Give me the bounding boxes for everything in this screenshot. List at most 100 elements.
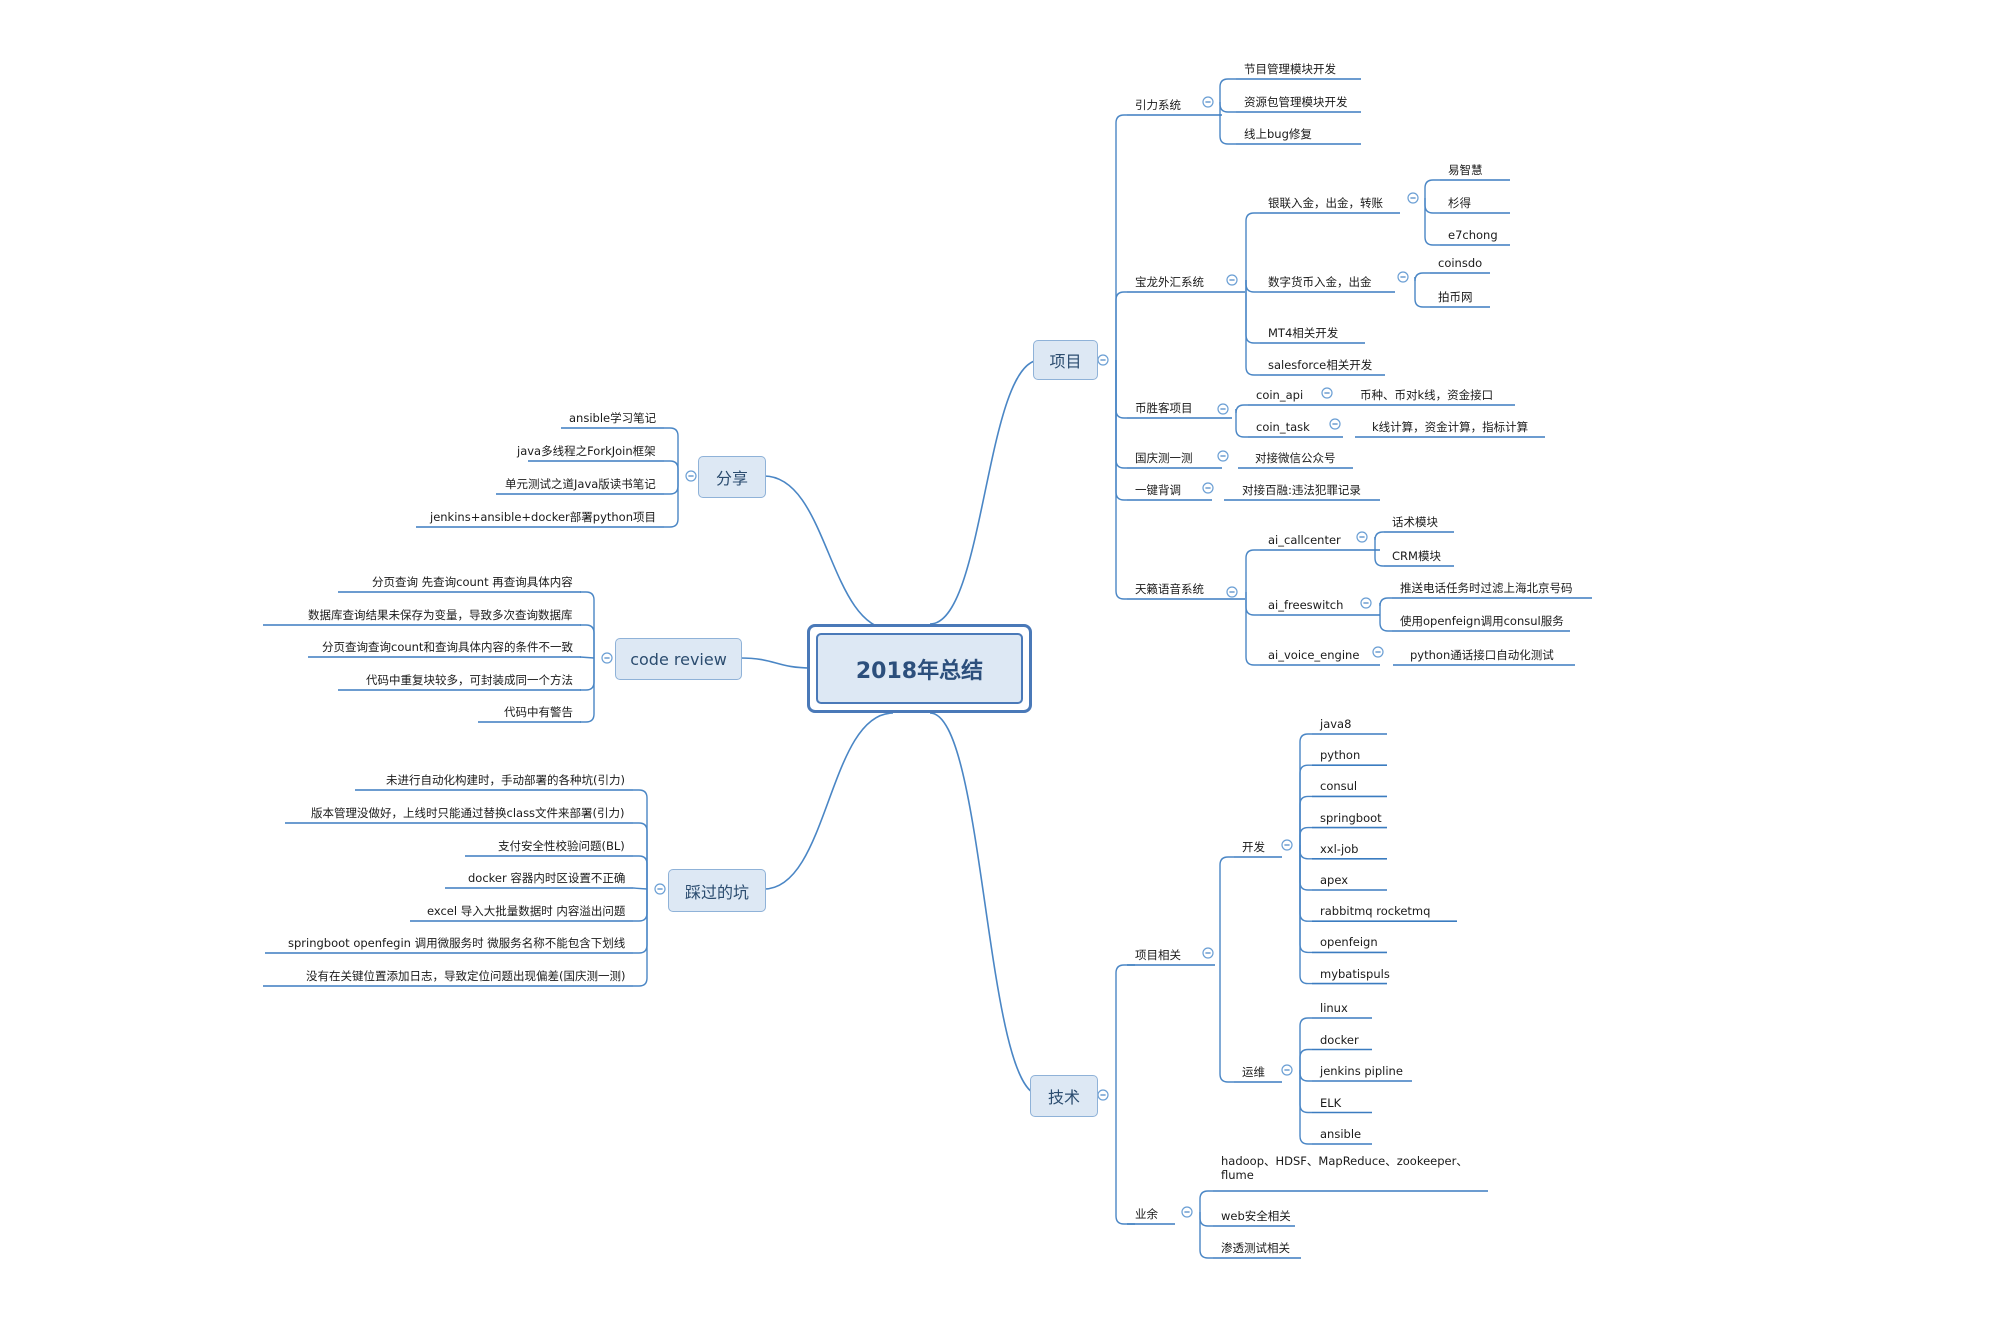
node-bishengke[interactable]: 币胜客项目 — [1135, 401, 1193, 415]
coin-task-detail[interactable]: k线计算，资金计算，指标计算 — [1372, 420, 1529, 434]
connector-line — [1115, 360, 1127, 419]
yinli-item[interactable]: 节目管理模块开发 — [1244, 62, 1336, 76]
node-freeswitch[interactable]: ai_freeswitch — [1268, 598, 1344, 612]
branch-pitfalls[interactable]: 踩过的坑 — [668, 869, 766, 912]
connector-line — [1424, 198, 1440, 246]
share-item[interactable]: java多线程之ForkJoin框架 — [517, 444, 656, 458]
connector-line — [1424, 198, 1440, 214]
connector-line — [1219, 953, 1234, 1083]
connector-line — [1115, 360, 1127, 600]
connector-line — [1115, 360, 1127, 501]
unionpay-item[interactable]: e7chong — [1448, 228, 1498, 242]
share-item[interactable]: ansible学习笔记 — [569, 411, 657, 425]
node-related[interactable]: 项目相关 — [1135, 948, 1181, 962]
digital-item[interactable]: coinsdo — [1438, 256, 1483, 270]
node-yinli[interactable]: 引力系统 — [1135, 98, 1181, 112]
pitfall-item[interactable]: excel 导入大批量数据时 内容溢出问题 — [427, 904, 626, 918]
connector-line — [1299, 764, 1312, 845]
spare-item[interactable]: hadoop、HDSF、MapReduce、zookeeper、flume — [1221, 1154, 1468, 1182]
connector-line — [1379, 597, 1392, 607]
dev-item[interactable]: openfeign — [1320, 935, 1378, 950]
root-node[interactable]: 2018年总结 — [807, 624, 1032, 713]
node-coin-task[interactable]: coin_task — [1256, 420, 1310, 434]
spare-item[interactable]: 渗透测试相关 — [1221, 1241, 1290, 1255]
callcenter-item[interactable]: CRM模块 — [1392, 549, 1441, 563]
review-item[interactable]: 分页查询查询count和查询具体内容的条件不一致 — [322, 640, 573, 654]
dev-item[interactable]: rabbitmq rocketmq — [1320, 904, 1431, 919]
connector-line — [1235, 409, 1248, 438]
coin-api-detail[interactable]: 币种、币对k线，资金接口 — [1360, 388, 1494, 402]
review-item[interactable]: 分页查询 先查询count 再查询具体内容 — [372, 575, 573, 589]
node-yijian[interactable]: 一键背调 — [1135, 483, 1181, 497]
share-item[interactable]: 单元测试之道Java版读书笔记 — [505, 477, 656, 491]
freeswitch-item[interactable]: 推送电话任务时过滤上海北京号码 — [1400, 581, 1573, 595]
callcenter-item[interactable]: 话术模块 — [1392, 515, 1438, 529]
connector-line — [1199, 1212, 1213, 1259]
pitfall-item[interactable]: 版本管理没做好，上线时只能通过替换class文件来部署(引力) — [311, 806, 625, 820]
node-voice[interactable]: ai_voice_engine — [1268, 648, 1360, 662]
review-item[interactable]: 代码中重复块较多，可封装成同一个方法 — [366, 673, 573, 687]
branch-code-review[interactable]: code review — [615, 638, 742, 680]
digital-item[interactable]: 拍币网 — [1438, 290, 1473, 304]
ops-item[interactable]: jenkins pipline — [1320, 1064, 1403, 1078]
connector-line — [1299, 845, 1312, 860]
dev-item[interactable]: springboot — [1320, 810, 1382, 825]
connector-line — [1414, 277, 1430, 308]
connector-line — [1379, 603, 1392, 632]
connector-line — [580, 658, 595, 723]
trunk-code-review — [739, 657, 813, 669]
connector-line — [1245, 280, 1260, 293]
dev-item[interactable]: xxl-job — [1320, 841, 1359, 856]
connector-line — [1235, 404, 1248, 414]
pitfall-item[interactable]: 没有在关键位置添加日志，导致定位问题出现偏差(国庆测一测) — [306, 969, 626, 983]
ops-item[interactable]: ELK — [1320, 1095, 1342, 1110]
branch-project[interactable]: 项目 — [1033, 340, 1098, 380]
freeswitch-item[interactable]: 使用openfeign调用consul服务 — [1400, 614, 1564, 628]
spare-item[interactable]: web安全相关 — [1221, 1209, 1291, 1223]
pitfall-item[interactable]: springboot openfegin 调用微服务时 微服务名称不能包含下划线 — [288, 936, 626, 950]
node-coin-api[interactable]: coin_api — [1256, 388, 1304, 402]
node-unionpay[interactable]: 银联入金，出金，转账 — [1268, 196, 1383, 210]
review-item[interactable]: 代码中有警告 — [504, 705, 573, 719]
dev-item[interactable]: python — [1320, 748, 1361, 763]
branch-tech[interactable]: 技术 — [1030, 1075, 1098, 1117]
connector-line — [1219, 102, 1236, 145]
dev-item[interactable]: mybatispuls — [1320, 966, 1390, 981]
dev-item[interactable]: apex — [1320, 873, 1349, 887]
node-baolong[interactable]: 宝龙外汇系统 — [1135, 275, 1204, 289]
unionpay-item[interactable]: 杉得 — [1448, 196, 1471, 210]
pitfall-item[interactable]: docker 容器内时区设置不正确 — [468, 871, 626, 885]
unionpay-item[interactable]: 易智慧 — [1448, 163, 1483, 177]
yinli-item[interactable]: 资源包管理模块开发 — [1244, 95, 1348, 109]
yinli-item[interactable]: 线上bug修复 — [1244, 127, 1312, 141]
node-dev[interactable]: 开发 — [1242, 840, 1265, 854]
dev-item[interactable]: java8 — [1320, 717, 1352, 731]
baolong-item[interactable]: MT4相关开发 — [1268, 326, 1339, 340]
node-guoqing[interactable]: 国庆测一测 — [1135, 451, 1193, 465]
node-digital[interactable]: 数字货币入金，出金 — [1268, 275, 1372, 289]
node-tianqu[interactable]: 天籁语音系统 — [1135, 582, 1204, 596]
connector-line — [1299, 845, 1312, 954]
connector-line — [1219, 102, 1236, 113]
guoqing-detail[interactable]: 对接微信公众号 — [1255, 451, 1336, 465]
branch-share[interactable]: 分享 — [698, 456, 766, 498]
ops-item[interactable]: ansible — [1320, 1127, 1362, 1141]
connector-line — [633, 889, 648, 922]
node-callcenter[interactable]: ai_callcenter — [1268, 533, 1341, 547]
connector-line — [1115, 291, 1127, 360]
connector-line — [1374, 531, 1384, 541]
review-item[interactable]: 数据库查询结果未保存为变量，导致多次查询数据库 — [308, 608, 573, 622]
baolong-item[interactable]: salesforce相关开发 — [1268, 358, 1373, 372]
voice-detail[interactable]: python通话接口自动化测试 — [1410, 648, 1554, 662]
share-item[interactable]: jenkins+ansible+docker部署python项目 — [430, 510, 656, 524]
ops-item[interactable]: linux — [1320, 1001, 1348, 1015]
node-ops[interactable]: 运维 — [1242, 1065, 1265, 1079]
yijian-detail[interactable]: 对接百融:违法犯罪记录 — [1242, 483, 1361, 497]
pitfall-item[interactable]: 支付安全性校验问题(BL) — [498, 839, 625, 853]
ops-item[interactable]: docker — [1320, 1032, 1359, 1047]
node-spare[interactable]: 业余 — [1135, 1207, 1158, 1221]
dev-item[interactable]: consul — [1320, 779, 1358, 794]
connector-line — [1414, 272, 1430, 282]
pitfall-item[interactable]: 未进行自动化构建时，手动部署的各种坑(引力) — [386, 773, 625, 787]
